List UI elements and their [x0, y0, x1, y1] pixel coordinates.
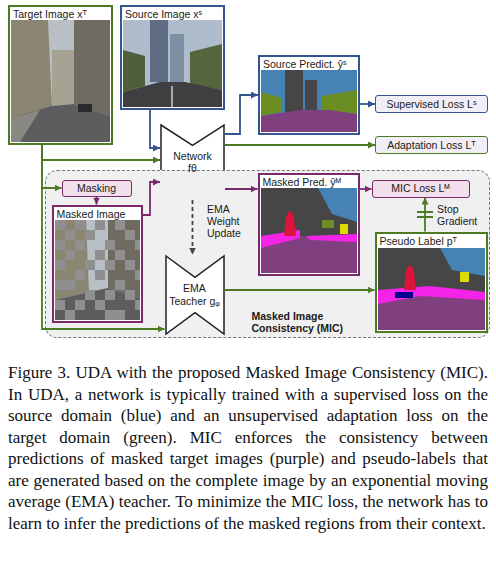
image-panel: Target Image xᵀ [8, 5, 113, 145]
loss-box: MIC Loss Lᴹ [372, 180, 470, 198]
image-panel: Pseudo Label pᵀ [375, 232, 488, 333]
bowtie-shape [166, 256, 224, 334]
node-label: Pseudo Label pᵀ [377, 234, 486, 249]
loss-box: Adaptation Loss Lᵀ [375, 136, 488, 154]
image-panel: Source Image xˢ [120, 5, 225, 110]
figure-caption: Figure 3. UDA with the proposed Masked I… [8, 362, 488, 534]
node-label: Masked Image Consistency (MIC) [252, 310, 360, 335]
flow-arrow [360, 103, 375, 105]
flow-arrow [225, 144, 375, 146]
node-label: Masking [77, 182, 116, 195]
edge-label: Stop Gradient [437, 203, 489, 227]
image-panel: Masked Image xᴹ [52, 205, 143, 323]
region-box: Masked Image Consistency (MIC)MaskingMas… [45, 170, 490, 338]
node-label: Source Predict. ŷˢ [260, 57, 358, 72]
flow-arrow [225, 95, 258, 134]
node-label: Masked Image xᴹ [54, 207, 141, 234]
node-label: Target Image xᵀ [10, 7, 111, 22]
node-label: Adaptation Loss Lᵀ [387, 139, 476, 152]
image-panel: Source Predict. ŷˢ [258, 55, 360, 135]
flow-arrow [150, 110, 160, 148]
node-label: Source Image xˢ [122, 7, 223, 22]
process-box: Masking [62, 180, 132, 197]
edge-label: EMA Weight Update [207, 203, 251, 239]
flow-arrow [42, 145, 160, 160]
node-label: MIC Loss Lᴹ [391, 182, 449, 195]
teacher-symbol: EMA Teacher gᵩ [165, 255, 225, 335]
loss-box: Supervised Loss Lˢ [375, 95, 488, 113]
node-label: Supervised Loss Lˢ [387, 98, 477, 111]
node-label: EMA Teacher gᵩ [167, 282, 223, 307]
image-panel: Masked Pred. ŷᴹ [258, 173, 360, 276]
node-label: Network fθ [170, 150, 216, 175]
node-label: Masked Pred. ŷᴹ [260, 175, 358, 190]
